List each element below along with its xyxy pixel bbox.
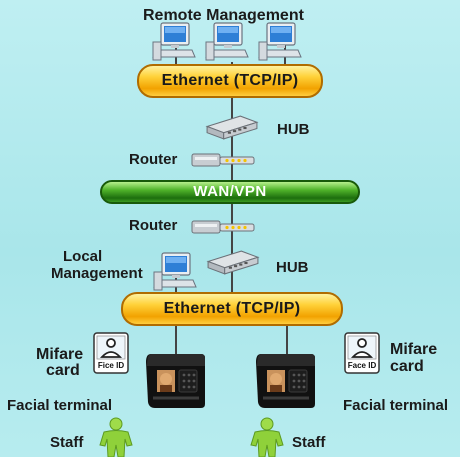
id-card-text: Fice ID	[97, 361, 125, 370]
computer-icon	[258, 22, 302, 62]
ethernet-bar-label: Ethernet (TCP/IP)	[163, 300, 301, 317]
computer-icon	[205, 22, 249, 62]
router-label-bottom: Router	[129, 217, 178, 234]
router-icon	[191, 152, 257, 168]
hub-label-bottom: HUB	[276, 259, 309, 276]
ethernet-bar-bottom: Ethernet (TCP/IP)	[121, 292, 343, 326]
mifare-card-label-right: Mifare card	[390, 341, 437, 375]
computer-icon	[152, 22, 196, 62]
router-icon	[191, 219, 257, 235]
remote-management-label: Remote Management	[143, 7, 304, 24]
computer-icon	[153, 252, 197, 292]
connector-line	[286, 320, 288, 360]
id-card-text: Face ID	[347, 361, 377, 370]
staff-label-right: Staff	[292, 434, 326, 451]
person-icon	[247, 417, 287, 457]
facial-terminal-label-right: Facial terminal	[343, 397, 449, 414]
facial-terminal-label-left: Facial terminal	[7, 397, 113, 414]
wan-vpn-bar: WAN/VPN	[100, 180, 360, 204]
connector-line	[175, 278, 177, 298]
mifare-line2: card	[46, 362, 80, 379]
mifare-line2: card	[390, 358, 424, 375]
hub-label-top: HUB	[277, 121, 310, 138]
router-label-top: Router	[129, 151, 178, 168]
local-management-line2: Management	[51, 265, 143, 282]
mifare-line1: Mifare	[390, 341, 438, 358]
connector-line	[175, 320, 177, 360]
connector-line	[231, 198, 233, 292]
ethernet-bar-label: Ethernet (TCP/IP)	[161, 72, 299, 89]
mifare-card-label-left: Mifare card	[36, 347, 83, 379]
local-management-label: Local Management	[51, 248, 143, 282]
facial-terminal-icon	[255, 352, 317, 410]
person-icon	[96, 417, 136, 457]
staff-label-left: Staff	[50, 434, 84, 451]
id-card-right: Face ID	[344, 332, 380, 374]
ethernet-bar-top: Ethernet (TCP/IP)	[137, 64, 323, 98]
hub-icon	[206, 249, 260, 276]
local-management-line1: Local	[63, 248, 103, 265]
id-card-left: Fice ID	[93, 332, 129, 374]
wan-vpn-label: WAN/VPN	[193, 183, 267, 200]
hub-icon	[205, 114, 259, 141]
mifare-line1: Mifare	[36, 346, 84, 363]
facial-terminal-icon	[145, 352, 207, 410]
